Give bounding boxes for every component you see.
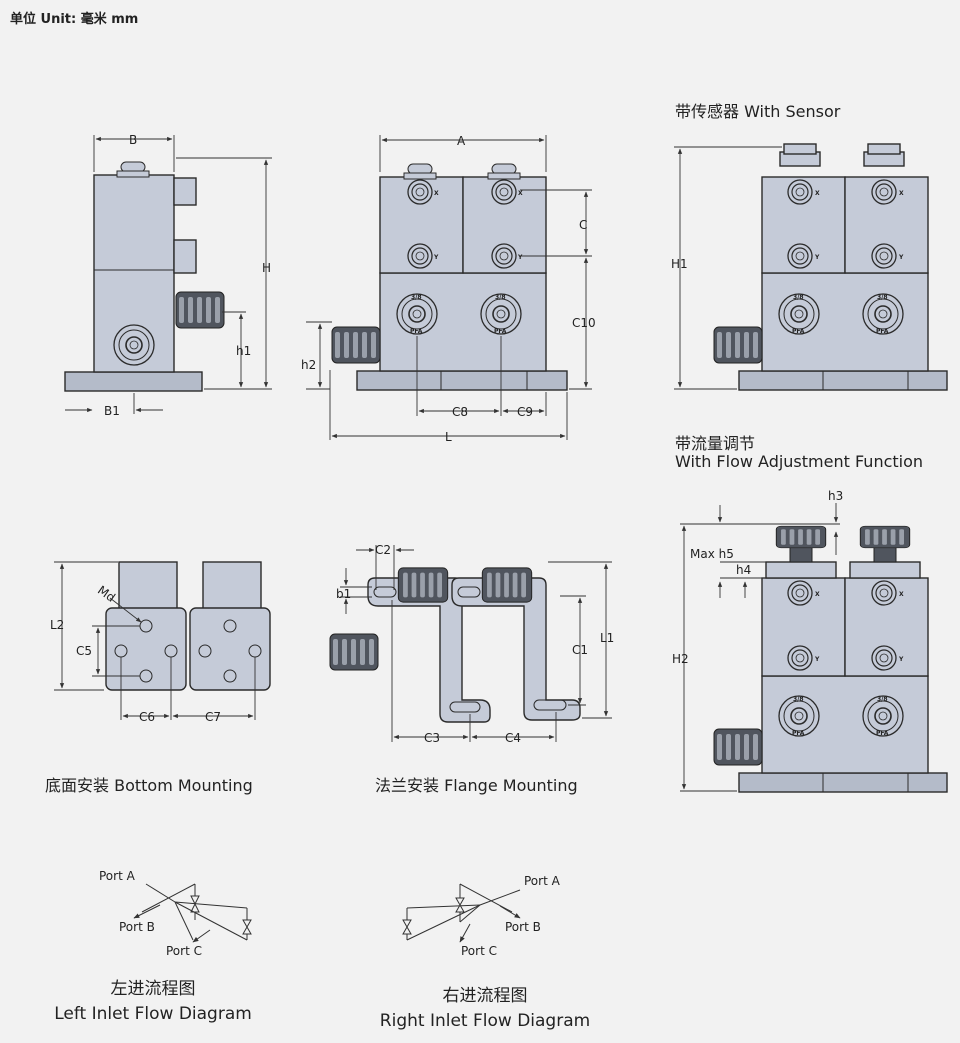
label-port-b: Port B [505,920,541,934]
dim-max-h5: Max h5 [690,547,734,561]
mark-x: X [899,591,904,598]
mark-y: Y [898,254,904,261]
mark-y: Y [814,656,820,663]
caption-flange-mounting: 法兰安装 Flange Mounting [375,776,578,795]
left-inlet-flow-diagram: Port A Port B Port C [99,869,252,958]
port-mark: PFA [410,328,423,335]
port-mark: 3/8 [793,696,804,703]
label-port-a: Port A [524,874,561,888]
caption-flow-adjust-en: With Flow Adjustment Function [675,452,924,471]
mark-y: Y [814,254,820,261]
caption-left-inlet-cn: 左进流程图 [110,979,196,999]
mark-x: X [815,190,820,197]
dim-c9: C9 [517,405,533,419]
caption-flow-adjust-cn: 带流量调节 [675,434,756,453]
dim-c4: C4 [505,731,521,745]
port-mark: 3/8 [793,294,804,301]
port-mark: PFA [792,328,805,335]
caption-right-inlet: 右进流程图 Right Inlet Flow Diagram [340,984,630,1034]
dim-c7: C7 [205,710,221,724]
dim-c6: C6 [139,710,155,724]
caption-left-inlet-en: Left Inlet Flow Diagram [54,1004,252,1024]
caption-right-inlet-en: Right Inlet Flow Diagram [379,1011,591,1031]
port-mark: PFA [876,328,889,335]
dim-a: A [457,134,466,148]
dim-b: B [129,133,137,147]
mark-y: Y [517,254,523,261]
dim-c2: C2 [375,543,391,557]
caption-bottom-mounting: 底面安装 Bottom Mounting [45,776,253,795]
dim-l1: L1 [600,631,614,645]
unit-label: 单位 Unit: 毫米 mm [10,12,139,27]
port-mark: 3/8 [877,294,888,301]
dim-c5: C5 [76,644,92,658]
right-inlet-flow-diagram: Port A Port B Port C [402,874,561,958]
port-mark: 3/8 [411,294,422,301]
label-port-a: Port A [99,869,136,883]
mark-x: X [434,190,439,197]
dim-h: H [262,261,271,275]
port-mark: 3/8 [495,294,506,301]
caption-with-sensor: 带传感器 With Sensor [675,102,841,121]
mark-x: X [518,190,523,197]
dim-b1: B1 [104,404,120,418]
bottom-mounting-view: Md L2 C5 C6 C7 [50,561,271,724]
dim-h4: h4 [736,563,751,577]
flow-adjust-view: X X Y Y 3/8 3/8 PFA PFA H2 h3 Max h5 h4 [672,489,948,793]
dim-h1: h1 [236,344,251,358]
label-port-b: Port B [119,920,155,934]
port-mark: PFA [876,730,889,737]
dim-h2-flow: H2 [672,652,689,666]
dim-c10: C10 [572,316,596,330]
mark-x: X [899,190,904,197]
dim-c8: C8 [452,405,468,419]
label-port-c: Port C [461,944,497,958]
sensor-view: X X Y Y 3/8 3/8 PFA PFA H1 [671,143,948,391]
mark-y: Y [433,254,439,261]
dim-c: C [579,218,587,232]
mark-y: Y [898,656,904,663]
dim-h2: h2 [301,358,316,372]
dim-h3: h3 [828,489,843,503]
side-view: B H h1 B1 [64,133,272,418]
label-port-c: Port C [166,944,202,958]
dim-c1: C1 [572,643,588,657]
front-view: X X Y Y 3/8 3/8 PFA PFA A C C10 h2 C8 C9 [301,134,596,444]
flange-mounting-view: C2 b1 L1 C1 C3 C4 [329,543,614,745]
dim-l: L [445,430,452,444]
dim-h1-sensor: H1 [671,257,688,271]
dim-l2: L2 [50,618,64,632]
dim-c3: C3 [424,731,440,745]
caption-left-inlet: 左进流程图 Left Inlet Flow Diagram [28,977,278,1027]
port-mark: PFA [792,730,805,737]
mark-x: X [815,591,820,598]
dim-b1-flange: b1 [336,587,351,601]
port-mark: PFA [494,328,507,335]
port-mark: 3/8 [877,696,888,703]
caption-right-inlet-cn: 右进流程图 [442,986,528,1006]
